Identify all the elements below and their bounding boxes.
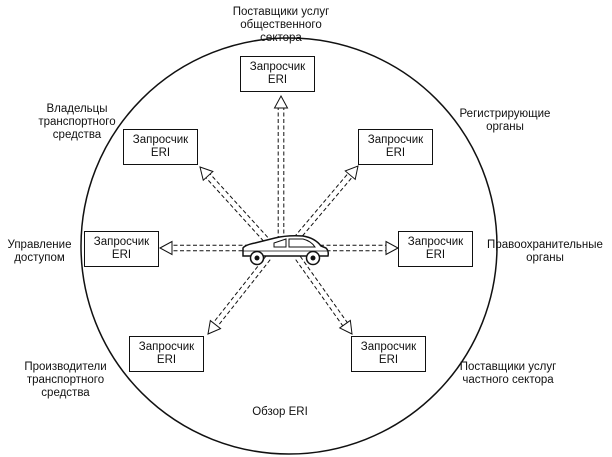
arrowhead	[273, 94, 289, 109]
requester-box-upper-right: Запросчик ERI	[358, 129, 433, 165]
requester-label: Запросчик	[407, 236, 464, 248]
sector-label-line: Регистрирующие	[459, 108, 551, 120]
sector-label-line: частного сектора	[462, 374, 554, 386]
requester-label-eri: ERI	[267, 74, 288, 86]
sector-label-line: транспортного	[38, 116, 116, 128]
sector-label-right: Правоохранительные органы	[480, 239, 610, 265]
sector-label-line: средства	[52, 129, 102, 141]
sector-label-line: Поставщики услуг	[232, 6, 330, 18]
sector-label-upper-left: Владельцы транспортного средства	[27, 103, 127, 142]
requester-box-top: Запросчик ERI	[240, 56, 315, 92]
requester-box-lower-left: Запросчик ERI	[129, 336, 204, 372]
arrow-upper-left	[199, 166, 273, 247]
arrowhead	[344, 165, 359, 181]
sector-label-line: Управление	[7, 239, 72, 251]
overview-circle	[80, 37, 498, 455]
arrows-group	[158, 94, 400, 335]
arrowhead	[207, 319, 222, 335]
requester-label: Запросчик	[138, 341, 195, 353]
sector-label-line: сектора	[260, 32, 302, 44]
requester-label-eri: ERI	[111, 249, 132, 261]
sector-label-top: Поставщики услуг общественного сектора	[206, 6, 356, 45]
sector-label-left: Управление доступом	[2, 239, 77, 265]
sector-label-line: транспортного	[26, 374, 105, 386]
requester-label-eri: ERI	[150, 147, 171, 159]
sector-label-line: средства	[41, 387, 90, 399]
arrowhead	[338, 319, 353, 335]
sector-label-line: Производители	[24, 361, 107, 373]
requester-box-upper-left: Запросчик ERI	[123, 129, 198, 165]
sector-label-line: органы	[486, 121, 524, 133]
sector-label-line: доступом	[14, 252, 65, 264]
arrow-lower-left	[207, 255, 271, 335]
car-icon	[242, 235, 329, 266]
requester-label-eri: ERI	[378, 354, 399, 366]
requester-label: Запросчик	[360, 341, 417, 353]
requester-label: Запросчик	[93, 236, 150, 248]
requester-label: Запросчик	[367, 134, 424, 146]
requester-box-lower-right: Запросчик ERI	[351, 336, 426, 372]
requester-label: Запросчик	[249, 61, 306, 73]
requester-label: Запросчик	[132, 134, 189, 146]
requester-label-eri: ERI	[385, 147, 406, 159]
arrowhead	[199, 166, 214, 182]
arrow-lower-right	[295, 256, 353, 335]
arrow-upper-right	[289, 165, 359, 247]
sector-label-line: органы	[526, 252, 564, 264]
arrow-top	[273, 94, 289, 240]
sector-label-line: Правоохранительные	[487, 239, 603, 251]
requester-box-left: Запросчик ERI	[84, 231, 159, 267]
sector-label-line: общественного	[240, 19, 322, 31]
requester-label-eri: ERI	[425, 249, 446, 261]
arrow-left	[158, 240, 249, 256]
sector-label-lower-right: Поставщики услуг частного сектора	[448, 361, 568, 387]
sector-label-line: Поставщики услуг	[459, 361, 557, 373]
sector-label-line: Владельцы	[46, 103, 108, 115]
arrowhead	[385, 240, 400, 256]
sector-label-upper-right: Регистрирующие органы	[445, 108, 565, 134]
requester-label-eri: ERI	[156, 354, 177, 366]
diagram-caption: Обзор ERI	[252, 406, 308, 418]
sector-label-lower-left: Производители транспортного средства	[13, 361, 118, 400]
arrow-right	[320, 240, 400, 256]
requester-box-right: Запросчик ERI	[398, 231, 473, 267]
arrowhead	[158, 240, 173, 256]
